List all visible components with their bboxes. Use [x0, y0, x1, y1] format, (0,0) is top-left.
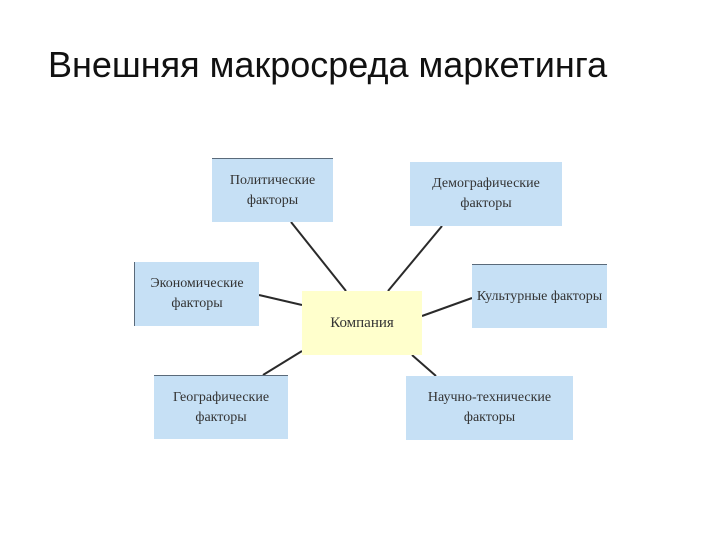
connector-cultural	[421, 297, 473, 317]
connector-political	[290, 221, 347, 292]
slide-title: Внешняя макросреда маркетинга	[48, 44, 608, 85]
connector-scitech	[411, 354, 437, 377]
geographic-factors-box: Географические факторы	[154, 375, 288, 439]
connector-economic	[258, 294, 303, 306]
political-factors-box: Политические факторы	[212, 158, 333, 222]
demographic-factors-box: Демографические факторы	[410, 162, 562, 226]
scitech-factors-box: Научно-технические факторы	[406, 376, 573, 440]
company-box: Компания	[302, 291, 422, 355]
economic-factors-box: Экономические факторы	[134, 262, 259, 326]
connector-demographic	[387, 225, 443, 292]
connector-geographic	[262, 350, 303, 376]
cultural-factors-box: Культурные факторы	[472, 264, 607, 328]
